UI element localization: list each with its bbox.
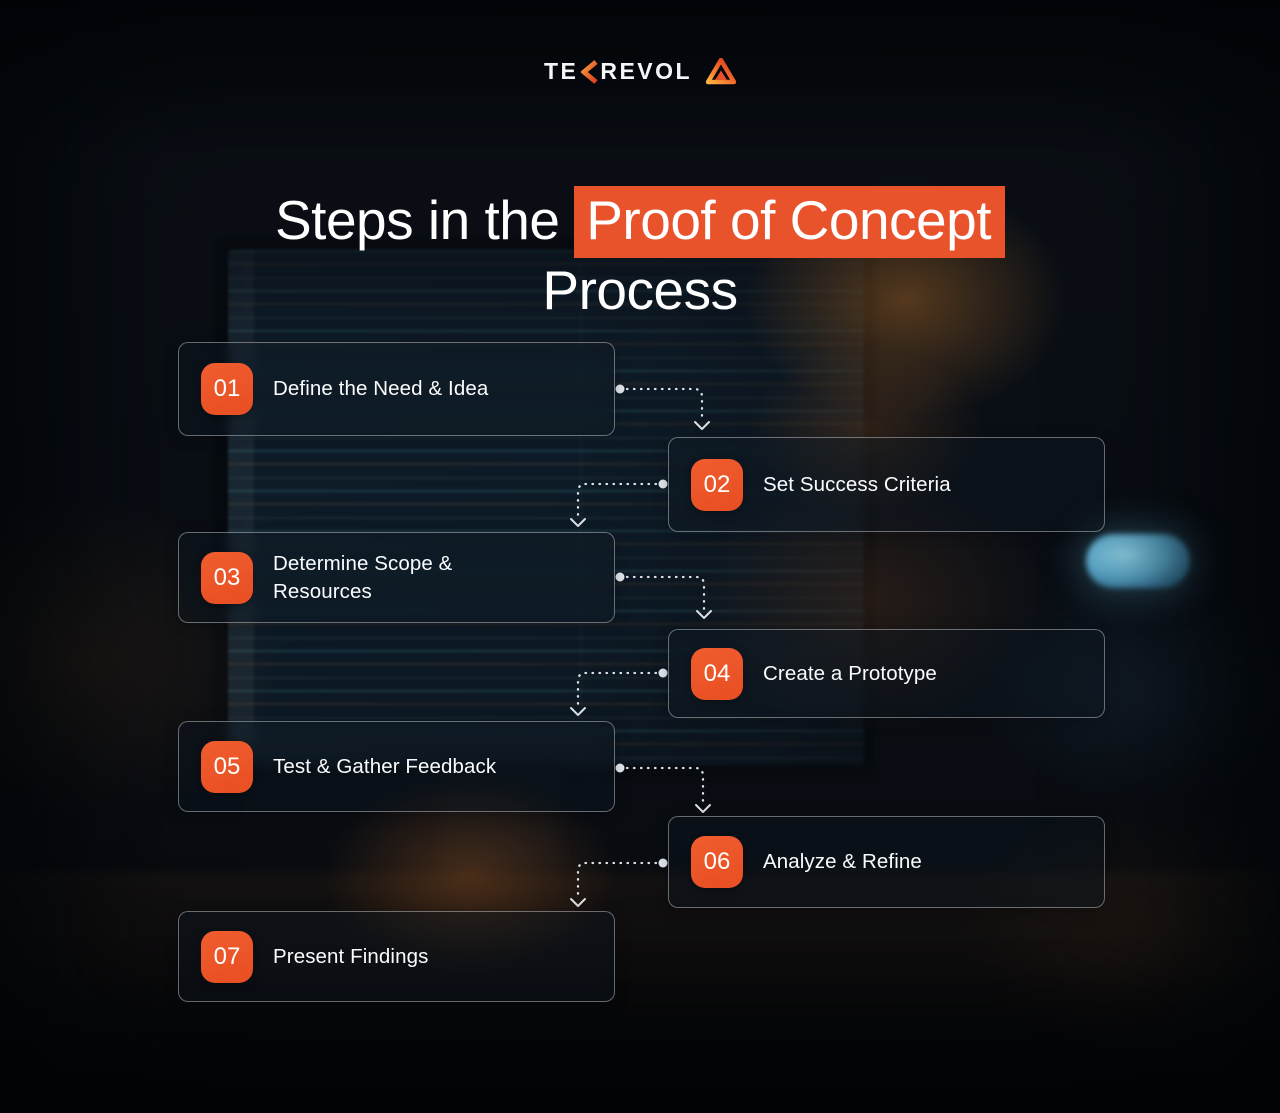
chevron-k-icon xyxy=(581,59,598,84)
arrow-down-icon xyxy=(570,898,586,907)
dot-icon xyxy=(658,858,668,868)
arrow-down-icon xyxy=(694,421,710,430)
step-number-badge: 06 xyxy=(691,836,743,888)
logo-wordmark: TE REVOL xyxy=(544,58,692,85)
step-card-1: 01 Define the Need & Idea xyxy=(178,342,615,436)
connector-3-4 xyxy=(615,572,712,619)
step-card-6: 06 Analyze & Refine xyxy=(668,816,1105,908)
step-card-4: 04 Create a Prototype xyxy=(668,629,1105,718)
connector-5-6 xyxy=(615,763,711,813)
step-number-badge: 05 xyxy=(201,740,253,793)
dot-icon xyxy=(615,572,625,582)
blue-glowing-device xyxy=(1086,534,1190,588)
step-label: Determine Scope & Resources xyxy=(273,551,453,603)
connector-6-7 xyxy=(570,858,668,907)
title-highlight: Proof of Concept xyxy=(574,186,1005,258)
step-number-badge: 02 xyxy=(691,458,743,511)
dot-icon xyxy=(658,668,668,678)
dot-icon xyxy=(658,479,668,489)
tekrevol-triangle-icon xyxy=(706,58,737,85)
connector-2-3 xyxy=(570,479,668,527)
title-suffix: Process xyxy=(542,258,738,321)
arrow-down-icon xyxy=(570,518,586,527)
page-title: Steps in the Proof of Concept Process xyxy=(0,186,1280,326)
step-label: Analyze & Refine xyxy=(763,850,922,874)
dot-icon xyxy=(615,763,625,773)
step-label: Present Findings xyxy=(273,944,429,968)
brand-logo: TE REVOL xyxy=(0,58,1280,85)
logo-text-right: REVOL xyxy=(600,58,693,84)
step-card-5: 05 Test & Gather Feedback xyxy=(178,721,615,812)
step-card-3: 03 Determine Scope & Resources xyxy=(178,532,615,623)
arrow-down-icon xyxy=(695,804,711,813)
connector-4-5 xyxy=(570,668,668,716)
step-label: Define the Need & Idea xyxy=(273,377,489,401)
title-prefix: Steps in the xyxy=(275,189,560,251)
arrow-down-icon xyxy=(696,610,712,619)
step-label: Set Success Criteria xyxy=(763,472,951,496)
step-number-badge: 04 xyxy=(691,647,743,700)
arrow-down-icon xyxy=(570,707,586,716)
step-card-7: 07 Present Findings xyxy=(178,911,615,1002)
step-label: Create a Prototype xyxy=(763,661,937,685)
logo-text-left: TE xyxy=(543,58,579,84)
step-number-badge: 01 xyxy=(201,363,253,415)
step-number-badge: 07 xyxy=(201,930,253,983)
dot-icon xyxy=(615,384,625,394)
step-label: Test & Gather Feedback xyxy=(273,754,497,778)
step-card-2: 02 Set Success Criteria xyxy=(668,437,1105,532)
connector-1-2 xyxy=(615,384,710,430)
step-number-badge: 03 xyxy=(201,551,253,604)
